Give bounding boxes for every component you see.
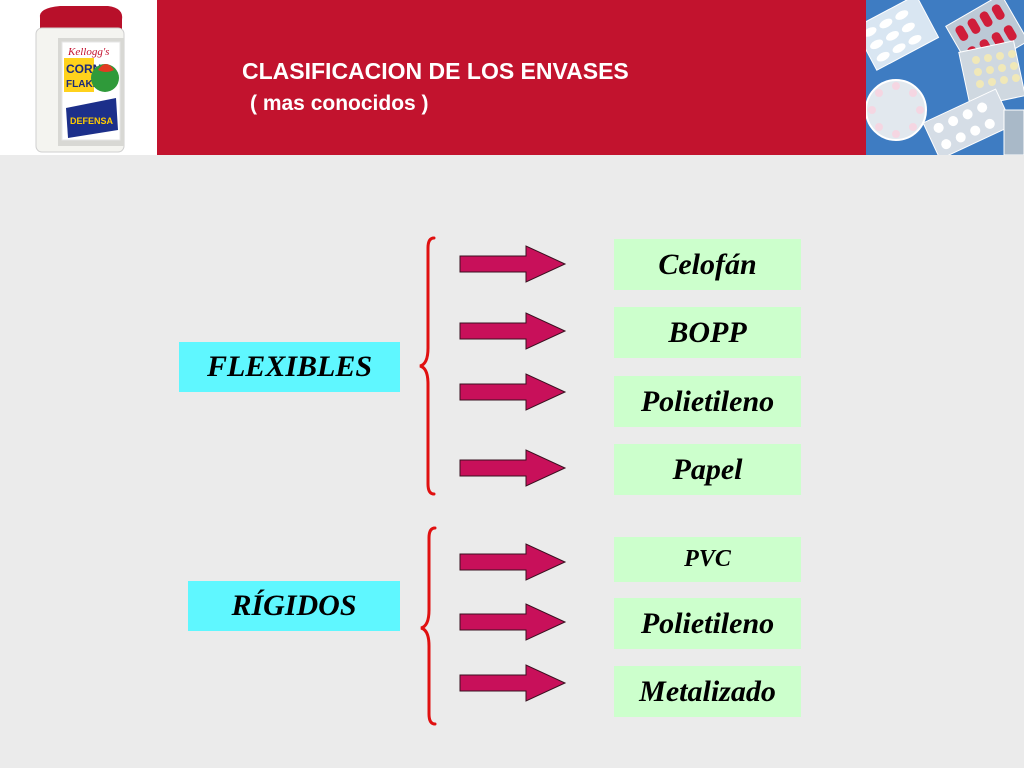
slide-subtitle: ( mas conocidos ) (250, 92, 429, 115)
arrow-celofan (459, 245, 567, 283)
svg-text:DEFENSA: DEFENSA (70, 116, 114, 126)
category-flexibles: FLEXIBLES (179, 342, 400, 392)
arrow-metalizado (459, 664, 567, 702)
arrow-polietileno-flexible (459, 373, 567, 411)
header-band (0, 0, 1024, 155)
slide-title: CLASIFICACION DE LOS ENVASES (242, 58, 629, 84)
svg-text:FLAKES: FLAKES (66, 79, 106, 90)
material-papel: Papel (614, 444, 801, 495)
cereal-box-image: Kellogg's CORN FLAKES DEFENSA (0, 0, 157, 155)
arrow-bopp (459, 312, 567, 350)
pill-blister-packs-image (866, 0, 1024, 155)
rigidos-brace (420, 526, 437, 726)
material-bopp: BOPP (614, 307, 801, 358)
category-rigidos: RÍGIDOS (188, 581, 400, 631)
arrow-papel (459, 449, 567, 487)
material-metalizado: Metalizado (614, 666, 801, 717)
svg-text:Kellogg's: Kellogg's (67, 46, 109, 58)
arrow-polietileno-rigido (459, 603, 567, 641)
arrow-pvc (459, 543, 567, 581)
material-pvc: PVC (614, 537, 801, 582)
material-celofan: Celofán (614, 239, 801, 290)
material-polietileno-rigido: Polietileno (614, 598, 801, 649)
flexibles-brace (419, 236, 436, 496)
material-polietileno-flexible: Polietileno (614, 376, 801, 427)
